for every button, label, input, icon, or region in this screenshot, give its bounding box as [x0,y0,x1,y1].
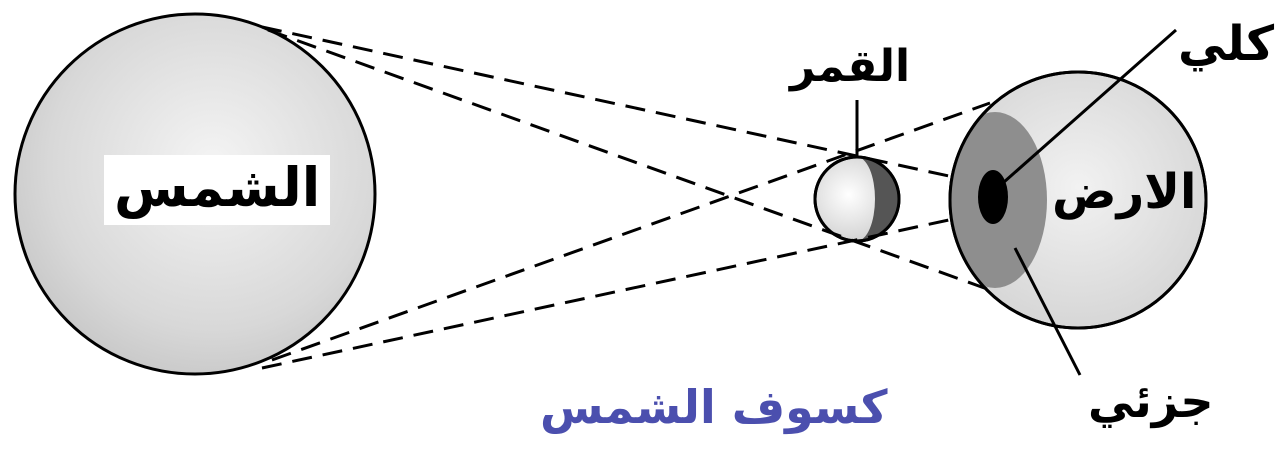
total-eclipse-label: كلي [1178,20,1274,68]
umbra-region [978,170,1008,224]
sun-label: الشمس [104,155,330,225]
earth-label: الارض [1052,168,1196,216]
moon-label: القمر [790,45,910,89]
partial-eclipse-label: جزئي [1088,378,1214,424]
diagram-caption: كسوف الشمس [540,384,888,430]
moon [815,157,899,241]
